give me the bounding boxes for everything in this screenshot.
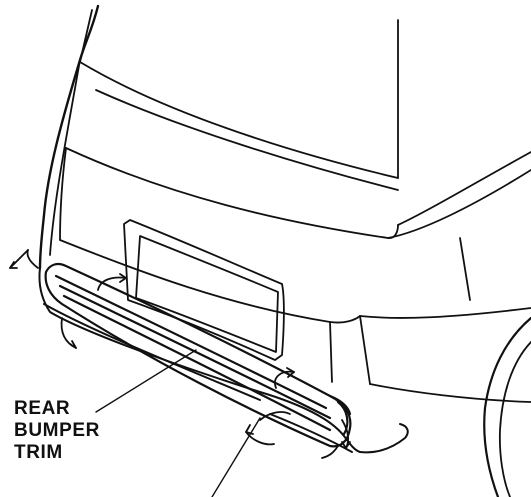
bumper-trim-strip — [44, 262, 352, 448]
pointer-line — [211, 417, 261, 497]
callout-line-2: BUMPER — [14, 420, 100, 441]
callout-label: REAR BUMPER TRIM — [14, 398, 100, 464]
callout-line-3: TRIM — [14, 442, 63, 463]
vehicle-body — [38, 4, 531, 497]
release-arrows — [9, 249, 351, 459]
callout-line-1: REAR — [14, 398, 71, 419]
callout-leader-line — [95, 349, 197, 413]
